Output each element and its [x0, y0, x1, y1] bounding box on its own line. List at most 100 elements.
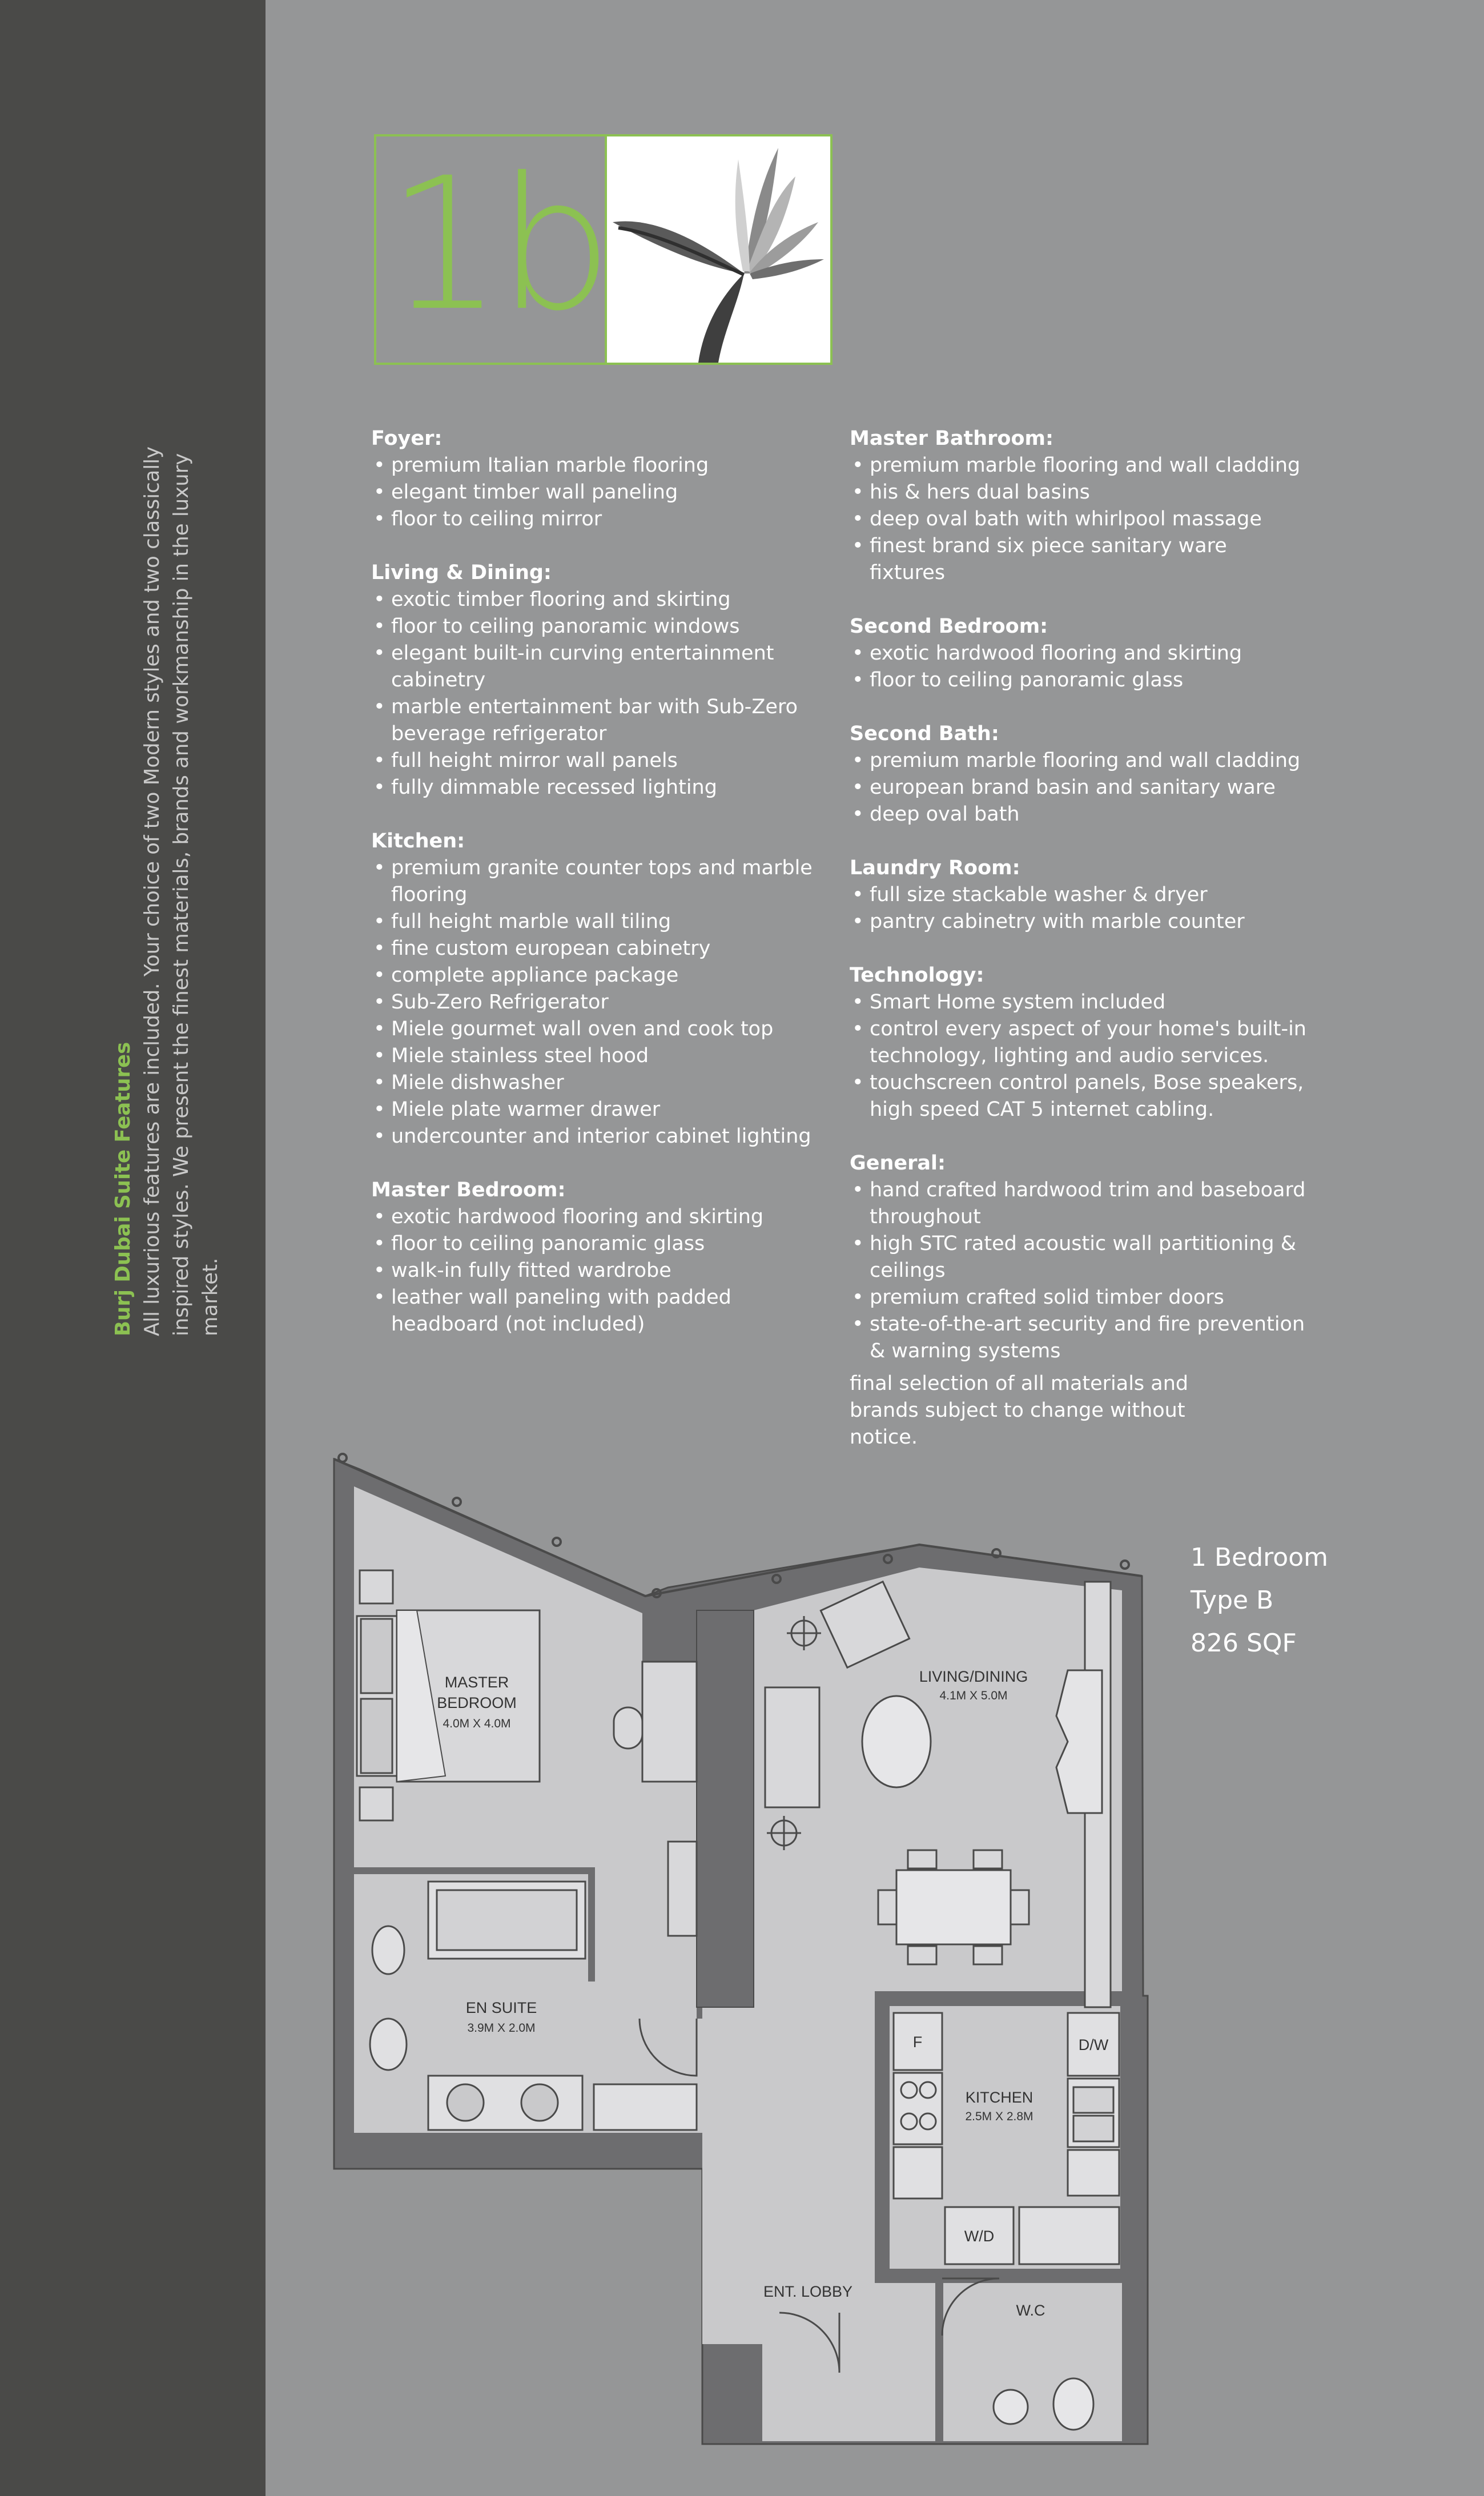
washer-dryer: [944, 2206, 1015, 2265]
feature-item: touchscreen control panels, Bose speaker…: [850, 1070, 1306, 1123]
sidebar-description: All luxurious features are included. You…: [140, 446, 222, 1336]
ensuite-label: EN SUITE: [466, 1999, 537, 2016]
feature-item: exotic hardwood flooring and skirting: [850, 640, 1306, 667]
feature-item: floor to ceiling mirror: [371, 506, 828, 533]
feature-item: undercounter and interior cabinet lighti…: [371, 1123, 828, 1150]
feature-item: deep oval bath: [850, 801, 1306, 828]
feature-item: floor to ceiling panoramic glass: [850, 667, 1306, 694]
feature-item: elegant built-in curving entertainment c…: [371, 640, 828, 694]
sidebar-title: Burj Dubai Suite Features: [111, 1042, 135, 1336]
ensuite-size: 3.9M X 2.0M: [467, 2021, 535, 2035]
feature-section-title: Laundry Room:: [850, 857, 1020, 879]
feature-section: Technology:Smart Home system includedcon…: [850, 962, 1306, 1123]
feature-section-title: Technology:: [850, 964, 984, 987]
feature-item: elegant timber wall paneling: [371, 479, 828, 506]
dresser: [667, 1840, 698, 1937]
bird-of-paradise-flower-image: [607, 136, 830, 363]
feature-item: premium marble flooring and wall claddin…: [850, 452, 1306, 479]
feature-item: floor to ceiling panoramic windows: [371, 613, 828, 640]
feature-section-title: Kitchen:: [371, 830, 465, 853]
wc-toilet: [1052, 2377, 1095, 2431]
bidet: [371, 1925, 405, 1975]
feature-section: Second Bath:premium marble flooring and …: [850, 721, 1306, 828]
disclaimer-note: final selection of all materials and bra…: [850, 1372, 1189, 1449]
feature-item: premium Italian marble flooring: [371, 452, 828, 479]
feature-section: Kitchen:premium granite counter tops and…: [371, 828, 828, 1150]
kitchen-size: 2.5M X 2.8M: [965, 2110, 1033, 2123]
dishwasher-label: D/W: [1079, 2036, 1109, 2053]
fridge-label: F: [913, 2033, 923, 2051]
living-label: LIVING/DINING: [919, 1668, 1028, 1685]
feature-item: fully dimmable recessed lighting: [371, 774, 828, 801]
feature-section: Living & Dining:exotic timber flooring a…: [371, 560, 828, 801]
feature-list: exotic hardwood flooring and skirtingflo…: [371, 1204, 828, 1338]
sidebar-vertical-text: Burj Dubai Suite Features All luxurious …: [108, 423, 225, 1336]
fridge: [892, 2012, 943, 2071]
living-size: 4.1M X 5.0M: [939, 1689, 1007, 1702]
sofa: [764, 1686, 821, 1808]
feature-item: premium crafted solid timber doors: [850, 1284, 1306, 1311]
central-wall: [696, 1610, 754, 2008]
feature-item: full height mirror wall panels: [371, 747, 828, 774]
feature-item: Miele plate warmer drawer: [371, 1096, 828, 1123]
feature-section-title: Living & Dining:: [371, 561, 552, 584]
lobby-label: ENT. LOBBY: [763, 2283, 852, 2300]
feature-section: Second Bedroom:exotic hardwood flooring …: [850, 613, 1306, 694]
feature-item: fine custom european cabinetry: [371, 935, 828, 962]
master-bedroom-label-1: MASTER: [445, 1674, 509, 1691]
feature-list: exotic timber flooring and skirtingfloor…: [371, 586, 828, 801]
nightstand-bottom: [359, 1786, 394, 1822]
cooktop: [892, 2072, 943, 2145]
feature-item: premium granite counter tops and marble …: [371, 855, 828, 909]
feature-section: Laundry Room: full size stackable washer …: [850, 855, 1306, 935]
feature-list: full size stackable washer & dryerpantry…: [850, 882, 1306, 935]
master-bedroom-label-2: BEDROOM: [437, 1694, 517, 1711]
toilet: [369, 2017, 408, 2071]
floor-plan: MASTER BEDROOM 4.0M X 4.0M LIVING/DINING…: [333, 1453, 1149, 2445]
feature-list: Smart Home system includedcontrol every …: [850, 989, 1306, 1123]
feature-item: floor to ceiling panoramic glass: [371, 1231, 828, 1257]
features-column-right: Master Bathroom:premium marble flooring …: [850, 425, 1306, 1392]
kitchen-wall: [875, 1991, 1135, 2283]
feature-list: premium marble flooring and wall claddin…: [850, 747, 1306, 828]
entertainment-unit: [1055, 1669, 1103, 1814]
ensuite-wall: [351, 1867, 591, 1874]
feature-item: deep oval bath with whirlpool massage: [850, 506, 1306, 533]
feature-item: complete appliance package: [371, 962, 828, 989]
feature-section: General:hand crafted hardwood trim and b…: [850, 1150, 1306, 1365]
wc-basin: [992, 2389, 1029, 2425]
feature-item: exotic hardwood flooring and skirting: [371, 1204, 828, 1231]
feature-section: Foyer:premium Italian marble flooringele…: [371, 425, 828, 533]
living-floor: [754, 1567, 1122, 2007]
unit-area: 826 SQF: [1191, 1629, 1297, 1658]
feature-item: leather wall paneling with padded headbo…: [371, 1284, 828, 1338]
sidebar: Burj Dubai Suite Features All luxurious …: [0, 0, 266, 2496]
feature-list: premium marble flooring and wall claddin…: [850, 452, 1306, 586]
chair: [613, 1706, 644, 1750]
feature-item: full size stackable washer & dryer: [850, 882, 1306, 909]
unit-badge: 1b: [374, 134, 833, 365]
coffee-table: [861, 1695, 932, 1788]
feature-item: Miele stainless steel hood: [371, 1043, 828, 1070]
feature-item: Smart Home system included: [850, 989, 1306, 1016]
feature-section: Master Bedroom:exotic hardwood flooring …: [371, 1177, 828, 1338]
feature-item: control every aspect of your home's buil…: [850, 1016, 1306, 1070]
feature-item: hand crafted hardwood trim and baseboard…: [850, 1177, 1306, 1231]
desk: [641, 1661, 698, 1783]
feature-item: marble entertainment bar with Sub-Zero b…: [371, 694, 828, 747]
feature-item: pantry cabinetry with marble counter: [850, 909, 1306, 935]
badge-divider: [605, 136, 607, 363]
unit-info: 1 Bedroom Type B 826 SQF: [1191, 1536, 1328, 1665]
master-bedroom-size: 4.0M X 4.0M: [443, 1717, 510, 1730]
feature-list: premium granite counter tops and marble …: [371, 855, 828, 1150]
feature-section-title: Second Bedroom:: [850, 615, 1048, 638]
feature-item: exotic timber flooring and skirting: [371, 586, 828, 613]
feature-section: Master Bathroom:premium marble flooring …: [850, 425, 1306, 586]
feature-item: walk-in fully fitted wardrobe: [371, 1257, 828, 1284]
feature-list: exotic hardwood flooring and skirtingflo…: [850, 640, 1306, 694]
feature-section-title: Master Bathroom:: [850, 427, 1053, 450]
dining-table: [895, 1869, 1012, 1946]
unit-bedrooms: 1 Bedroom: [1191, 1543, 1328, 1572]
feature-item: Miele dishwasher: [371, 1070, 828, 1096]
feature-item: premium marble flooring and wall claddin…: [850, 747, 1306, 774]
